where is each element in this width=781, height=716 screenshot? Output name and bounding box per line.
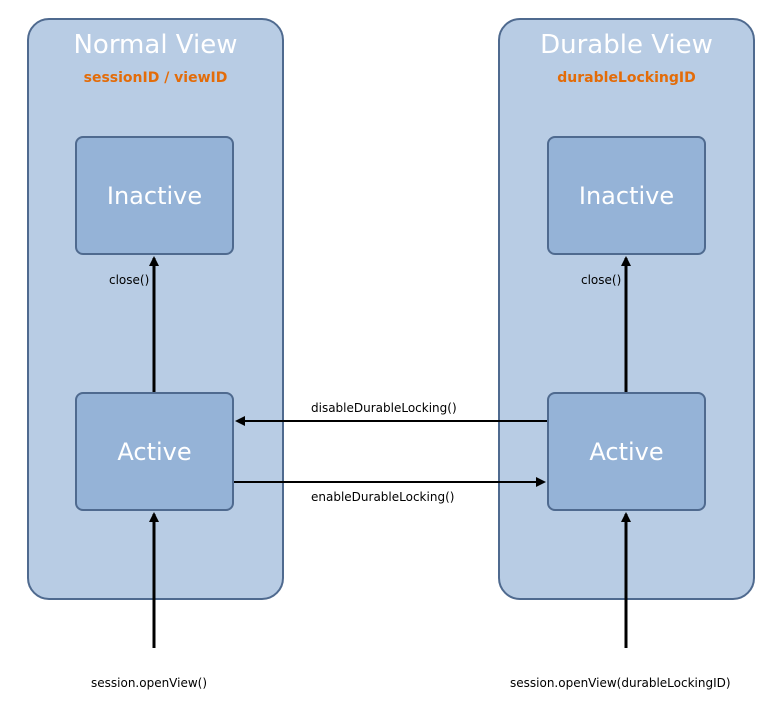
normal-active-label: Active — [117, 437, 192, 466]
normal-open-view-label: session.openView() — [91, 676, 208, 690]
normal-view-title: Normal View — [73, 30, 238, 60]
durable-close-label: close() — [581, 273, 622, 287]
normal-inactive-state: Inactive — [75, 136, 234, 255]
durable-active-label: Active — [589, 437, 664, 466]
durable-open-view-label: session.openView(durableLockingID) — [510, 676, 731, 690]
durable-inactive-state: Inactive — [547, 136, 706, 255]
durable-inactive-label: Inactive — [578, 181, 675, 210]
durable-view-title: Durable View — [540, 30, 713, 60]
normal-close-label: close() — [109, 273, 150, 287]
normal-inactive-label: Inactive — [106, 181, 203, 210]
disable-durable-locking-label: disableDurableLocking() — [311, 401, 457, 415]
enable-durable-locking-label: enableDurableLocking() — [311, 490, 455, 504]
normal-view-subtitle: sessionID / viewID — [83, 70, 228, 86]
durable-view-subtitle: durableLockingID — [557, 70, 696, 86]
durable-active-state: Active — [547, 392, 706, 511]
normal-active-state: Active — [75, 392, 234, 511]
